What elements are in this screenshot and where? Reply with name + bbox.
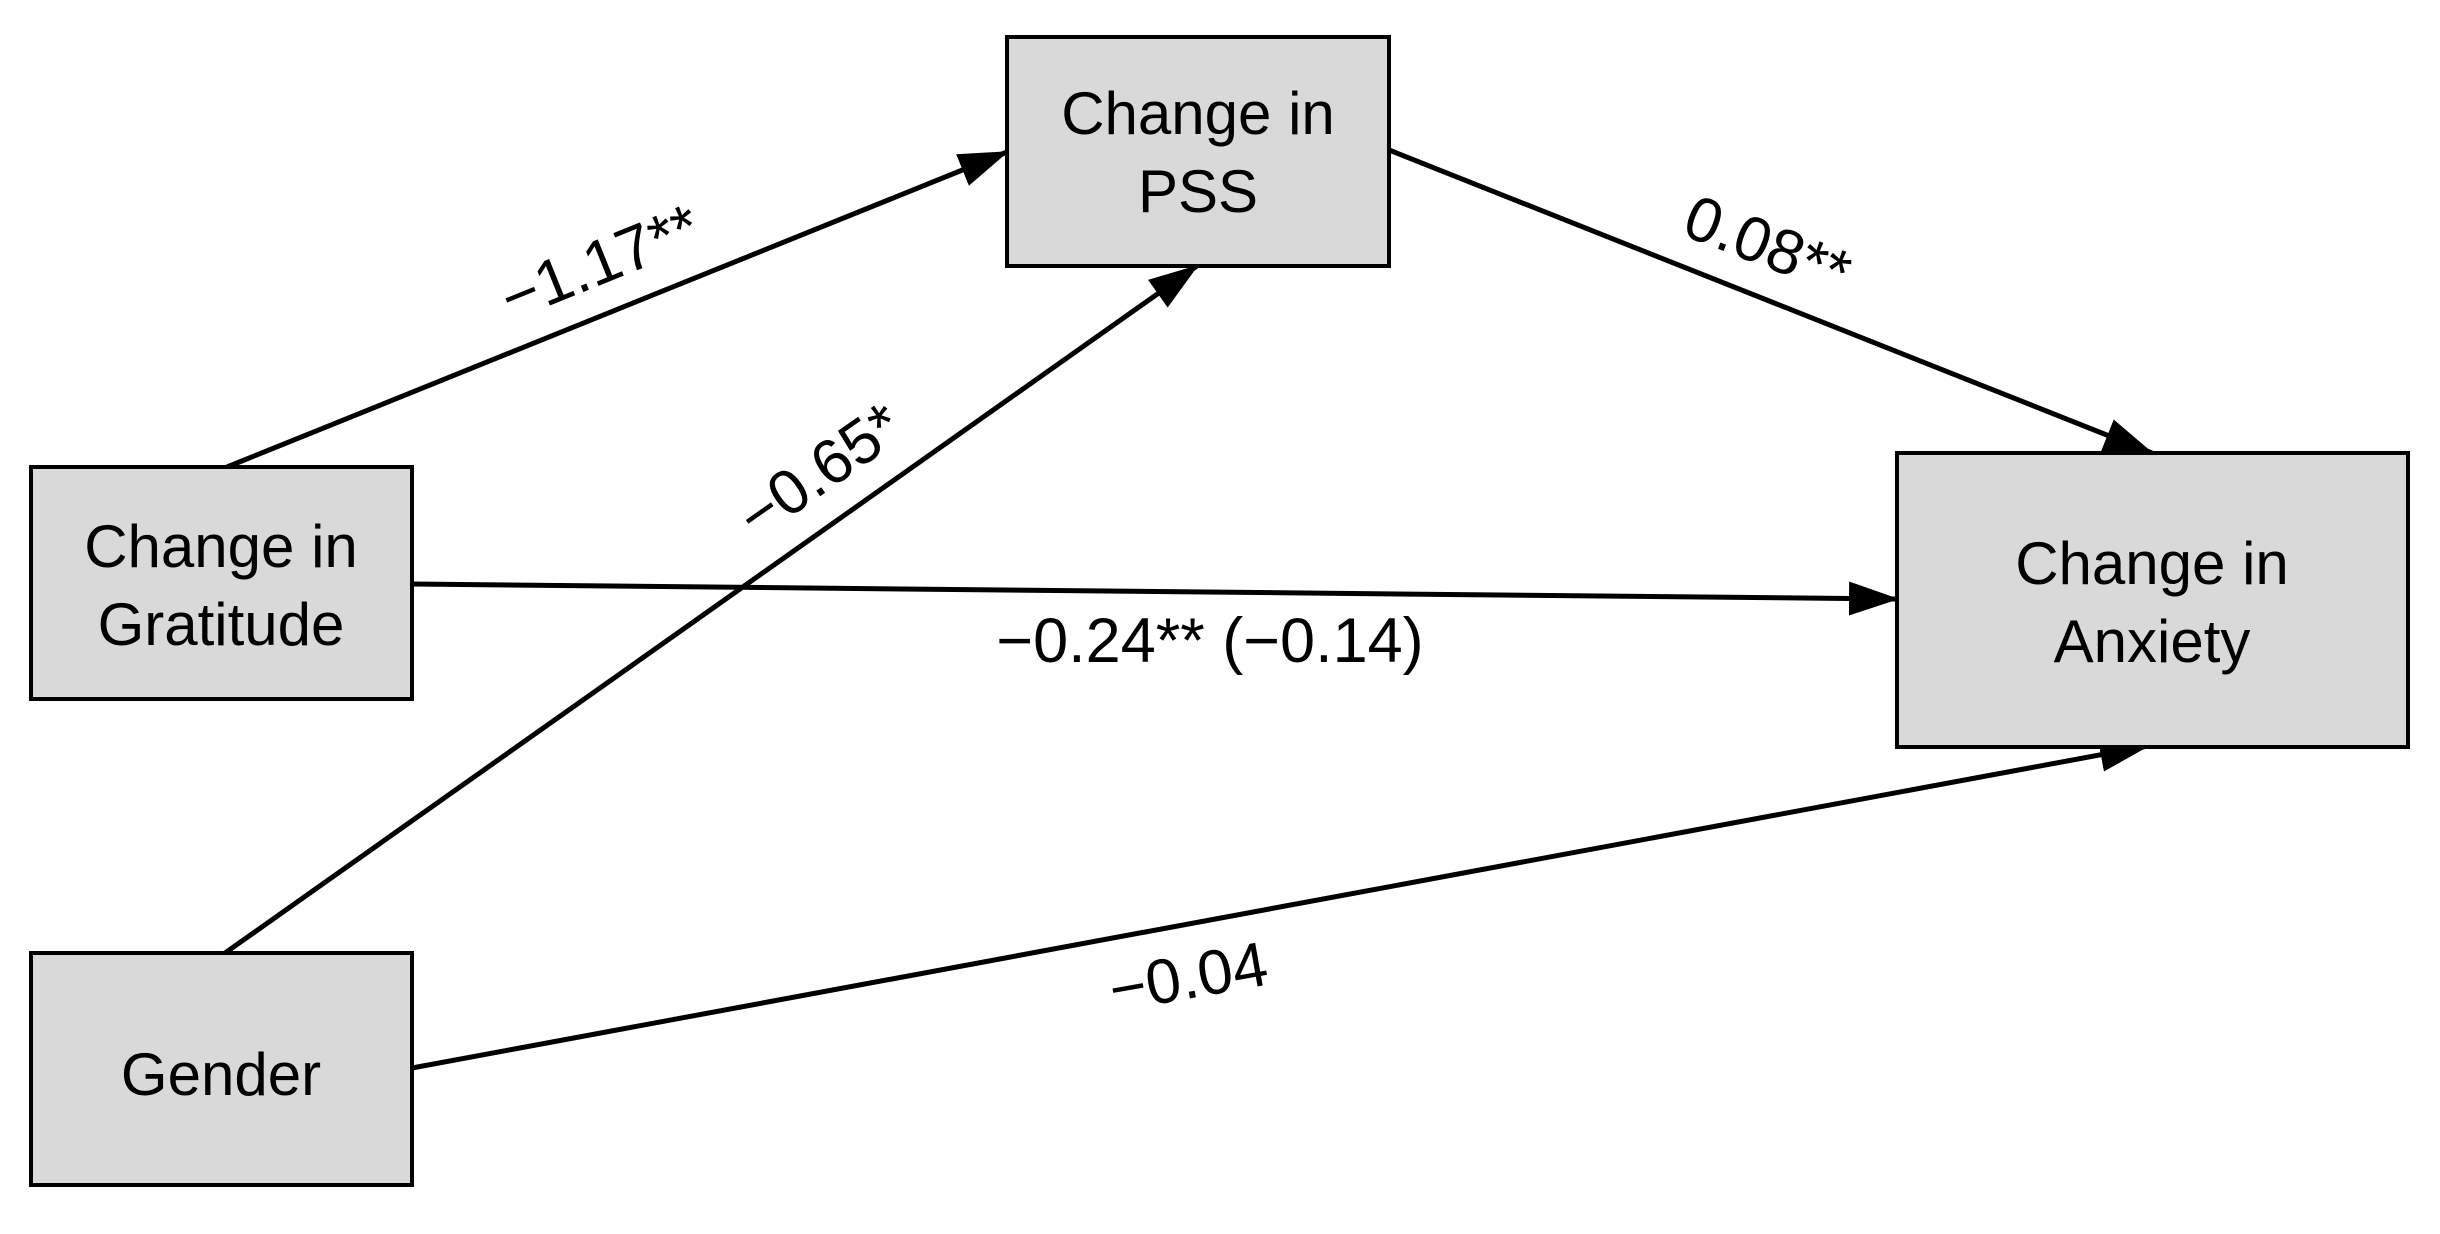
edge-gratitude-to-anxiety-label: −0.24** (−0.14) (996, 606, 1423, 676)
node-anxiety-label-line1: Change in (2015, 530, 2289, 597)
node-gender: Gender (29, 951, 414, 1187)
edge-gender-to-anxiety: −0.04 (411, 738, 2150, 1071)
node-anxiety-box (1895, 451, 2410, 749)
edge-gratitude-to-pss-label: −1.17** (490, 191, 709, 334)
node-anxiety-label-line2: Anxiety (2054, 608, 2251, 675)
edge-gender-to-pss-label: −0.65* (725, 389, 916, 552)
node-pss-label-line1: Change in (1061, 80, 1335, 147)
node-pss-label-line2: PSS (1138, 158, 1258, 225)
edge-pss-to-anxiety-arrow (1388, 147, 2154, 456)
node-gender-label: Gender (121, 1041, 321, 1108)
edge-pss-to-anxiety: 0.08** (1388, 147, 2154, 456)
node-gratitude-label-line2: Gratitude (98, 591, 345, 658)
node-pss: Change in PSS (1005, 35, 1391, 268)
node-gratitude: Change in Gratitude (29, 465, 414, 701)
edge-pss-to-anxiety-label: 0.08** (1675, 182, 1860, 309)
edge-gender-to-pss-arrow (223, 263, 1199, 956)
edge-gender-to-anxiety-arrow (411, 738, 2150, 1071)
edge-gratitude-to-anxiety-arrow (411, 581, 1899, 616)
edge-gratitude-to-pss-arrow (226, 149, 1009, 470)
edge-gender-to-anxiety-label: −0.04 (1104, 929, 1273, 1026)
node-gender-box (29, 951, 414, 1187)
node-gratitude-box (29, 465, 414, 701)
node-gratitude-label-line1: Change in (84, 513, 358, 580)
node-pss-box (1005, 35, 1391, 268)
node-anxiety: Change in Anxiety (1895, 451, 2410, 749)
edge-gratitude-to-anxiety: −0.24** (−0.14) (411, 581, 1899, 676)
